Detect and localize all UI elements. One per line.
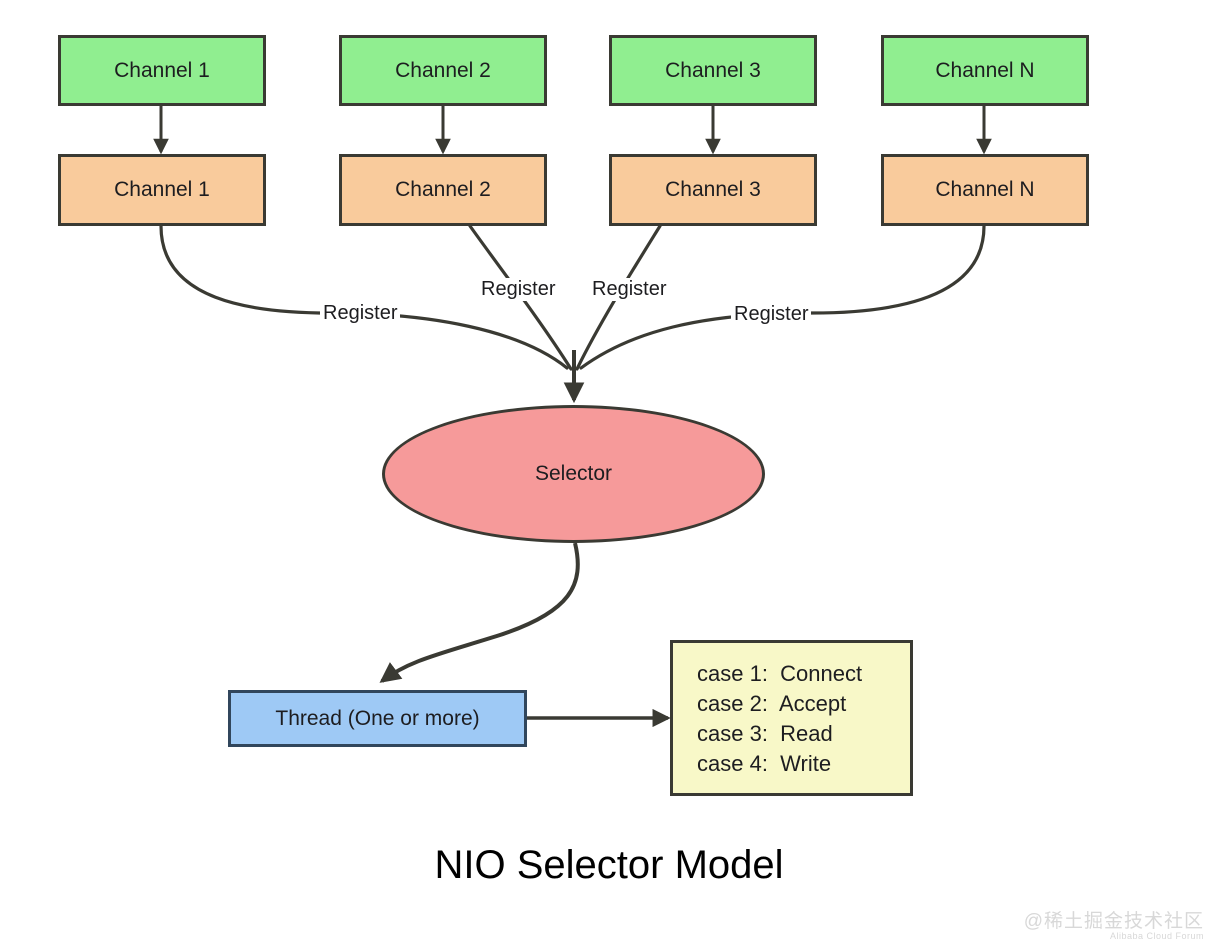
register-label-4: Register [731,303,812,326]
channel-bottom-3[interactable]: Channel 3 [609,154,817,226]
channel-bottom-1-label: Channel 1 [114,178,210,202]
channel-top-1[interactable]: Channel 1 [58,35,266,106]
channel-bottom-2-label: Channel 2 [395,178,491,202]
channel-top-4-label: Channel N [935,58,1035,82]
watermark-main-text: @稀土掘金技术社区 [1023,911,1204,932]
channel-top-2[interactable]: Channel 2 [339,35,547,106]
arrow-selector-to-thread [379,542,580,683]
selector-label: Selector [534,462,613,485]
register-label-1: Register [320,302,401,325]
channel-bottom-4-label: Channel N [935,178,1035,202]
channel-top-2-label: Channel 2 [395,58,491,82]
watermark-sub-text: Alibaba Cloud Forum [1109,931,1204,941]
register-label-2: Register [478,278,559,301]
channel-top-3[interactable]: Channel 3 [609,35,817,106]
register-label-3: Register [589,278,670,301]
case-line-3: case 3: Read [697,721,833,746]
thread-label: Thread (One or more) [275,706,480,730]
channel-bottom-1[interactable]: Channel 1 [58,154,266,226]
channel-top-4[interactable]: Channel N [881,35,1089,106]
selector-node[interactable]: Selector [382,405,765,543]
channel-bottom-4[interactable]: Channel N [881,154,1089,226]
case-line-1: case 1: Connect [697,661,863,686]
channel-bottom-2[interactable]: Channel 2 [339,154,547,226]
diagram-title: NIO Selector Model [434,843,784,887]
watermark: @稀土掘金技术社区 Alibaba Cloud Forum [1024,906,1204,941]
channel-top-3-label: Channel 3 [665,58,761,82]
cases-box[interactable]: case 1: Connect case 2: Accept case 3: R… [670,640,913,796]
case-line-4: case 4: Write [697,751,832,776]
case-line-2: case 2: Accept [697,691,847,716]
channel-top-1-label: Channel 1 [114,58,210,82]
thread-node[interactable]: Thread (One or more) [228,690,527,747]
channel-bottom-3-label: Channel 3 [665,178,761,202]
